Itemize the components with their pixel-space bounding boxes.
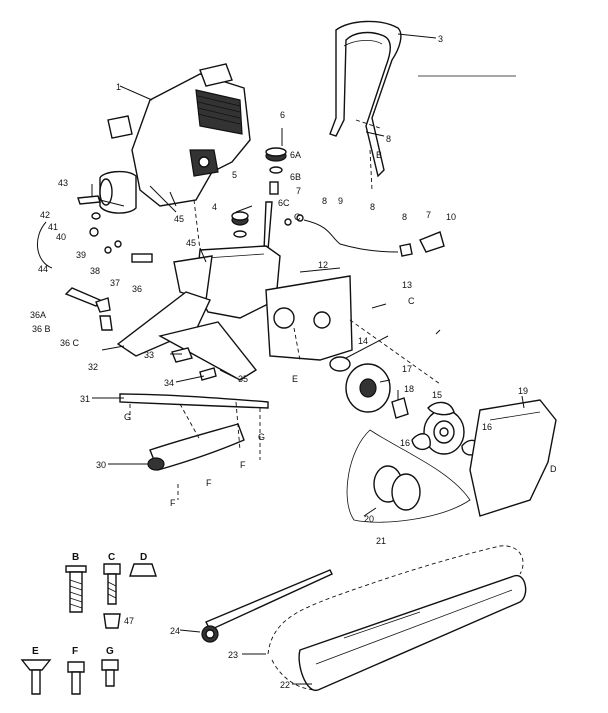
- label-c-13: C: [408, 296, 415, 306]
- label-33: 33: [144, 350, 154, 360]
- label-f-3: F: [170, 498, 176, 508]
- label-43: 43: [58, 178, 68, 188]
- label-21: 21: [376, 536, 386, 546]
- engine-assembly: [99, 63, 251, 214]
- key-label-d: D: [140, 552, 147, 563]
- label-g-1: G: [124, 412, 131, 422]
- label-16a: 16: [400, 438, 410, 448]
- label-34: 34: [164, 378, 174, 388]
- label-8b: 8: [370, 202, 375, 212]
- label-12: 12: [318, 260, 328, 270]
- label-7b: 7: [426, 210, 431, 220]
- label-e-housing: E: [292, 374, 298, 384]
- label-36: 36: [132, 284, 142, 294]
- label-d-cover: D: [550, 464, 557, 474]
- key-label-c: C: [108, 552, 115, 563]
- screw-f: [67, 661, 85, 695]
- label-24: 24: [170, 626, 180, 636]
- label-36b: 36 B: [32, 324, 51, 334]
- label-6b: 6B: [290, 172, 301, 182]
- guide-bar-and-chain: [267, 545, 527, 691]
- part-number-labels: 1 3 4 5 6 6A 6B 6C 7 7 8 8 8 8 9 10 12 1…: [30, 34, 557, 690]
- clutch-cover: [469, 395, 557, 517]
- label-30: 30: [96, 460, 106, 470]
- label-47: 47: [124, 616, 134, 626]
- label-g-2: G: [258, 432, 265, 442]
- screw-e: [20, 659, 52, 695]
- label-41: 41: [48, 222, 58, 232]
- label-f-2: F: [240, 460, 246, 470]
- label-8d: 8: [402, 212, 407, 222]
- key-label-e: E: [32, 646, 39, 657]
- label-32: 32: [88, 362, 98, 372]
- label-20: 20: [364, 514, 374, 524]
- fuel-line-parts: [231, 128, 445, 257]
- fastener-key-labels: B C D E F G: [32, 552, 147, 657]
- nut-d: [129, 563, 157, 577]
- label-1: 1: [116, 82, 121, 92]
- label-f-1: F: [206, 478, 212, 488]
- label-3: 3: [438, 34, 443, 44]
- label-40: 40: [56, 232, 66, 242]
- label-39: 39: [76, 250, 86, 260]
- label-7a: 7: [296, 186, 301, 196]
- handle-bar: [329, 20, 516, 191]
- label-36c: 36 C: [60, 338, 80, 348]
- key-label-f: F: [72, 646, 78, 657]
- label-37: 37: [110, 278, 120, 288]
- label-19: 19: [518, 386, 528, 396]
- screw-g: [101, 659, 119, 687]
- label-14: 14: [358, 336, 368, 346]
- fastener-key: [20, 563, 157, 695]
- label-44: 44: [38, 264, 48, 274]
- clutch-assembly: [329, 356, 480, 523]
- bar-wrench: [201, 569, 333, 643]
- label-45b: 45: [186, 238, 196, 248]
- label-6a: 6A: [290, 150, 301, 160]
- label-45a: 45: [174, 214, 184, 224]
- key-label-g: G: [106, 646, 114, 657]
- label-23: 23: [228, 650, 238, 660]
- label-18: 18: [404, 384, 414, 394]
- label-c-fuel: C: [294, 212, 301, 222]
- label-16b: 16: [482, 422, 492, 432]
- label-38: 38: [90, 266, 100, 276]
- label-6: 6: [280, 110, 285, 120]
- label-8a: 8: [386, 134, 391, 144]
- label-13: 13: [402, 280, 412, 290]
- label-6c: 6C: [278, 198, 290, 208]
- housing-assembly: [116, 199, 441, 500]
- left-small-parts: [37, 184, 153, 331]
- label-b-handle: B: [376, 150, 382, 160]
- label-10: 10: [446, 212, 456, 222]
- label-17: 17: [402, 364, 412, 374]
- label-35: 35: [238, 374, 248, 384]
- label-22: 22: [280, 680, 290, 690]
- label-4: 4: [212, 202, 217, 212]
- key-label-b: B: [72, 552, 79, 563]
- label-5: 5: [232, 170, 237, 180]
- label-9: 9: [338, 196, 343, 206]
- label-15: 15: [432, 390, 442, 400]
- leader-lines: [92, 185, 441, 685]
- label-42: 42: [40, 210, 50, 220]
- label-8c: 8: [322, 196, 327, 206]
- screw-c: [103, 563, 121, 629]
- label-31: 31: [80, 394, 90, 404]
- screw-b: [65, 565, 87, 613]
- label-36a: 36A: [30, 310, 46, 320]
